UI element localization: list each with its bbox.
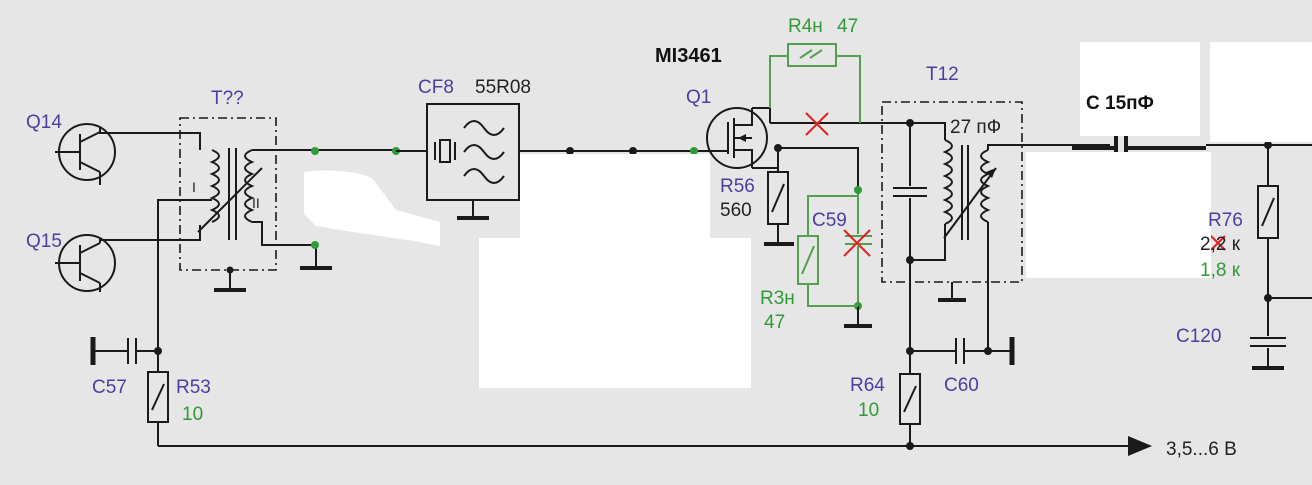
- q1-mosfet: [706, 107, 771, 169]
- r76-resistor: [1257, 185, 1312, 302]
- q1-drain-line: [770, 119, 914, 127]
- t-unknown-label: T??: [211, 88, 244, 109]
- cf8-to-q1-wire: [519, 147, 706, 155]
- t12-cap-label: 27 пФ: [950, 117, 1001, 138]
- q14-transistor: [55, 123, 116, 181]
- cf8-value: 55R08: [475, 77, 531, 98]
- removed-connection-mark: [805, 112, 829, 136]
- c120-label: C120: [1176, 326, 1221, 347]
- q14-label: Q14: [26, 112, 62, 133]
- c59-capacitor: [843, 186, 872, 328]
- r53-resistor: [147, 351, 169, 446]
- t12-transformer: [881, 101, 1023, 350]
- input-wires: [99, 128, 212, 352]
- r4-value: 47: [837, 16, 858, 37]
- q15-transistor: [55, 234, 116, 292]
- r56-label: R56: [720, 176, 755, 197]
- c57-capacitor: [90, 337, 162, 365]
- c120-capacitor: [1250, 298, 1286, 370]
- winding-1-label: I: [192, 179, 196, 195]
- t12-label: T12: [926, 64, 959, 85]
- white-patches: [304, 42, 1312, 388]
- r76-new-value: 1,8 к: [1200, 260, 1241, 281]
- q1-label: Q1: [686, 87, 711, 108]
- r76-value-crossout: [1210, 235, 1226, 251]
- mosfet-model-label: MI3461: [655, 45, 722, 67]
- r4-label: R4н: [788, 16, 823, 37]
- r4-resistor: [769, 43, 861, 123]
- r64-resistor: [899, 260, 921, 450]
- r64-label: R64: [850, 375, 885, 396]
- r3-resistor: [797, 195, 858, 307]
- r53-value: 10: [182, 404, 203, 425]
- output-node: [1206, 141, 1312, 186]
- r53-label: R53: [176, 377, 211, 398]
- t-unknown-transformer: [179, 117, 277, 292]
- added-capacitor-label: C 15пФ: [1086, 93, 1154, 114]
- supply-label: 3,5...6 В: [1166, 439, 1237, 460]
- r56-resistor: [764, 171, 794, 246]
- c60-capacitor: [910, 337, 1015, 365]
- c59-label: C59: [812, 210, 847, 231]
- c57-label: C57: [92, 377, 127, 398]
- winding-2-label: II: [252, 195, 260, 211]
- r3-label: R3н: [760, 288, 795, 309]
- q1-source: [752, 144, 859, 190]
- r3-value: 47: [764, 312, 785, 333]
- q15-label: Q15: [26, 231, 62, 252]
- r76-label: R76: [1208, 210, 1243, 231]
- cf8-filter: [396, 103, 570, 220]
- r76-old-value: 2,2 к: [1200, 234, 1241, 255]
- r56-value: 560: [720, 200, 752, 221]
- cf8-label: CF8: [418, 77, 454, 98]
- t-unknown-output: [252, 147, 400, 270]
- c60-label: C60: [944, 375, 979, 396]
- r64-value: 10: [858, 400, 879, 421]
